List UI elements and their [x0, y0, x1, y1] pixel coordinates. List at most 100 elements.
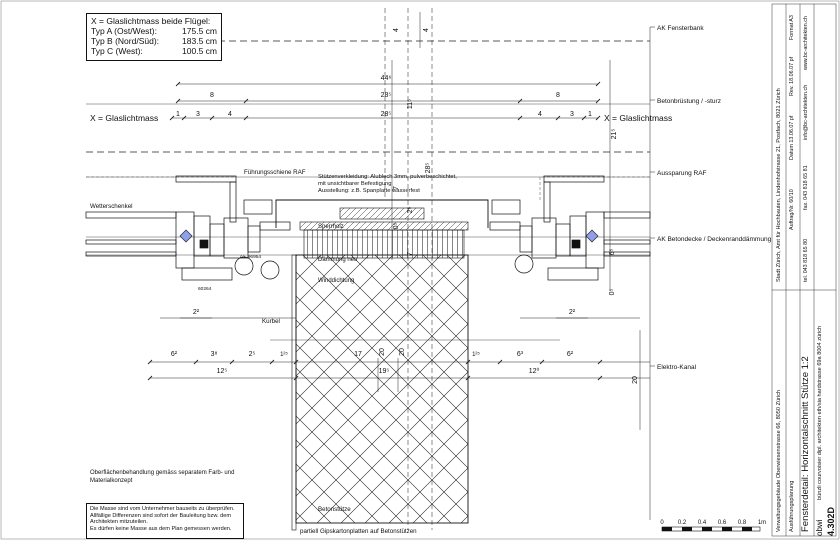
- dim-b20b: 20: [399, 348, 406, 356]
- fuehrungsschiene-left: [243, 199, 273, 215]
- title-info-b: Datum 13.06.07 pf: [789, 115, 795, 160]
- label-kurbel: Kurbel: [262, 318, 280, 325]
- title-code: obwi: [815, 519, 824, 536]
- glaslichtmass-row-a: Typ A (Ost/West): 175.5 cm: [91, 26, 217, 36]
- title-tel: tel. 043 818 65 80: [803, 238, 809, 282]
- betonstuetze-column: [295, 254, 469, 524]
- dim-v11: 11⁵: [407, 99, 414, 109]
- plan-number: 4.302D: [826, 506, 836, 536]
- dim-v21: 21⁵: [611, 129, 618, 140]
- dim-l3: 3: [196, 111, 200, 118]
- dim-l8: 8: [210, 92, 214, 99]
- scale-tick-5: 1m: [758, 520, 766, 526]
- title-web: www.bc-architekten.ch: [803, 16, 809, 70]
- scale-tick-0: 0: [660, 520, 664, 526]
- dim-b17: 17: [354, 351, 362, 358]
- label-oberflaeche-1: Oberflächenbehandlung gemäss separatem F…: [90, 470, 234, 476]
- frame-profile-left: [85, 175, 291, 281]
- title-info-a: Auftrag/Nr. 60/10: [789, 189, 795, 230]
- dim-v2: 2⁵: [407, 207, 414, 214]
- dimension-ticks: [147, 81, 603, 381]
- dim-b38: 3⁸: [211, 351, 218, 358]
- label-daemmung: Dämmung neu: [318, 257, 357, 263]
- aussparung-left: [86, 176, 237, 200]
- disclaimer-notes: Die Masse sind vom Unternehmer bauseits …: [86, 503, 244, 539]
- glaslichtmass-row-c: Typ C (West): 100.5 cm: [91, 46, 217, 56]
- dim-r3: 3: [570, 111, 574, 118]
- dim-v28: 28⁵: [425, 163, 432, 174]
- dim-w28a: 28⁵: [381, 92, 392, 99]
- dim-w44: 44⁶: [381, 75, 392, 82]
- frame-profile-right: [489, 175, 651, 281]
- glaslichtmass-legend: X = Glaslichtmass beide Flügel: Typ A (O…: [86, 13, 222, 61]
- level-elektro: Elektro-Kanal: [657, 364, 697, 371]
- note-line: Allfällige Differenzen sind sofort der B…: [90, 512, 232, 519]
- title-fax: fax. 043 818 65 81: [803, 165, 809, 210]
- scale-tick-2: 0.4: [698, 520, 707, 526]
- title-info-c: Rev. 18.06.07 pf: [789, 56, 795, 96]
- level-bruestung: Betonbrüstung / -sturz: [657, 98, 721, 105]
- dim-top-4b: 4: [423, 28, 430, 32]
- scale-tick-3: 0.6: [718, 520, 727, 526]
- sperrholz-board: [299, 221, 469, 231]
- label-profil-a: ca. 96954: [240, 254, 261, 260]
- verkleidung-sheet: [275, 199, 489, 228]
- level-leaders: [649, 26, 655, 520]
- dimension-lines: [150, 12, 650, 430]
- glaslichtmass-heading: X = Glaslichtmass beide Flügel:: [91, 16, 211, 26]
- dim-v0b: 0⁵: [609, 289, 616, 296]
- row-label: Typ B (Nord/Süd):: [91, 36, 160, 46]
- dim-k22b: 2²: [569, 309, 576, 316]
- glaslichtmass-row-b: Typ B (Nord/Süd): 183.5 cm: [91, 36, 217, 46]
- scale-bar: 0 0.2 0.4 0.6 0.8 1m: [660, 520, 766, 532]
- dim-b63: 6³: [517, 351, 524, 358]
- dim-l1: 1: [176, 111, 180, 118]
- note-line: Die Masse sind vom Unternehmer bauseits …: [90, 506, 235, 512]
- daemmung-insulation: [303, 229, 465, 259]
- label-verkleidung-1: Stützenverkleidung: Alublech 3mm, pulver…: [318, 174, 457, 180]
- dim-b1b: 1²⁵: [472, 351, 480, 358]
- label-oberflaeche-2: Materialkonzept: [90, 478, 133, 484]
- note-line: Es dürfen keine Masse aus dem Plan gemes…: [90, 525, 232, 532]
- dim-b195: 19⁵: [379, 368, 390, 375]
- title-block-frame: [771, 3, 837, 537]
- title-project: Verwaltungsgebäude Oberwiesenstrasse 66,…: [776, 389, 782, 532]
- dim-r8: 8: [556, 92, 560, 99]
- row-value: 100.5 cm: [182, 46, 217, 56]
- fuehrungsschiene-right: [491, 199, 521, 215]
- dim-r4: 4: [538, 111, 542, 118]
- scale-tick-4: 0.8: [738, 520, 747, 526]
- dim-l4: 4: [228, 111, 232, 118]
- label-fuehrungsschiene: Führungsschiene RAF: [244, 169, 306, 176]
- label-verkleidung-3: Ausstellung: z.B. Spanplatte wasserfest: [318, 188, 420, 194]
- dim-top-4a: 4: [393, 28, 400, 32]
- level-fensterbank: AK Fensterbank: [657, 25, 704, 32]
- dim-w28b: 28⁵: [381, 111, 392, 118]
- dim-b62a: 6²: [171, 351, 178, 358]
- dim-v0a: 0⁵: [393, 223, 400, 230]
- level-betondecke: AK Betondecke / Deckenranddämmung: [657, 236, 772, 243]
- label-verkleidung-2: mit unsichtbarer Befestigung: [318, 181, 391, 187]
- level-aussparung: Aussparung RAF: [657, 170, 707, 177]
- title-client: Stadt Zürich, Amt für Hochbauten, Linden…: [776, 88, 782, 282]
- stuetzenverkleidung-panel: [339, 207, 425, 220]
- title-mail: info@bc-architekten.ch: [803, 84, 809, 140]
- glaslichtmass-left-label: X = Glaslichtmass: [90, 113, 158, 123]
- label-wetterschenkel: Wetterschenkel: [90, 203, 133, 210]
- dim-v20: 20: [632, 376, 639, 384]
- title-office: bünzli courvoisier dipl. architekten eth…: [817, 325, 823, 500]
- dim-k22a: 2²: [193, 309, 200, 316]
- dim-v7a: 7: [393, 186, 400, 190]
- dim-b120: 12⁰: [529, 367, 540, 375]
- row-label: Typ A (Ost/West):: [91, 26, 157, 36]
- scale-tick-1: 0.2: [678, 520, 687, 526]
- label-betonstuetze: Betonstütze: [318, 506, 351, 513]
- label-sperrholz: Sperrholz: [318, 224, 344, 230]
- glaslichtmass-right-label: X = Glaslichtmass: [604, 113, 672, 123]
- gipskarton-line: [291, 254, 297, 531]
- dimension-values: 4 4 44⁶ 8 28⁵ 8 1 3 4 28⁵ 4 3 1 11⁵ 21⁵ …: [171, 28, 639, 384]
- dim-b25: 2⁵: [249, 351, 256, 358]
- row-value: 183.5 cm: [182, 36, 217, 46]
- title-info-d: Format A3: [789, 15, 795, 40]
